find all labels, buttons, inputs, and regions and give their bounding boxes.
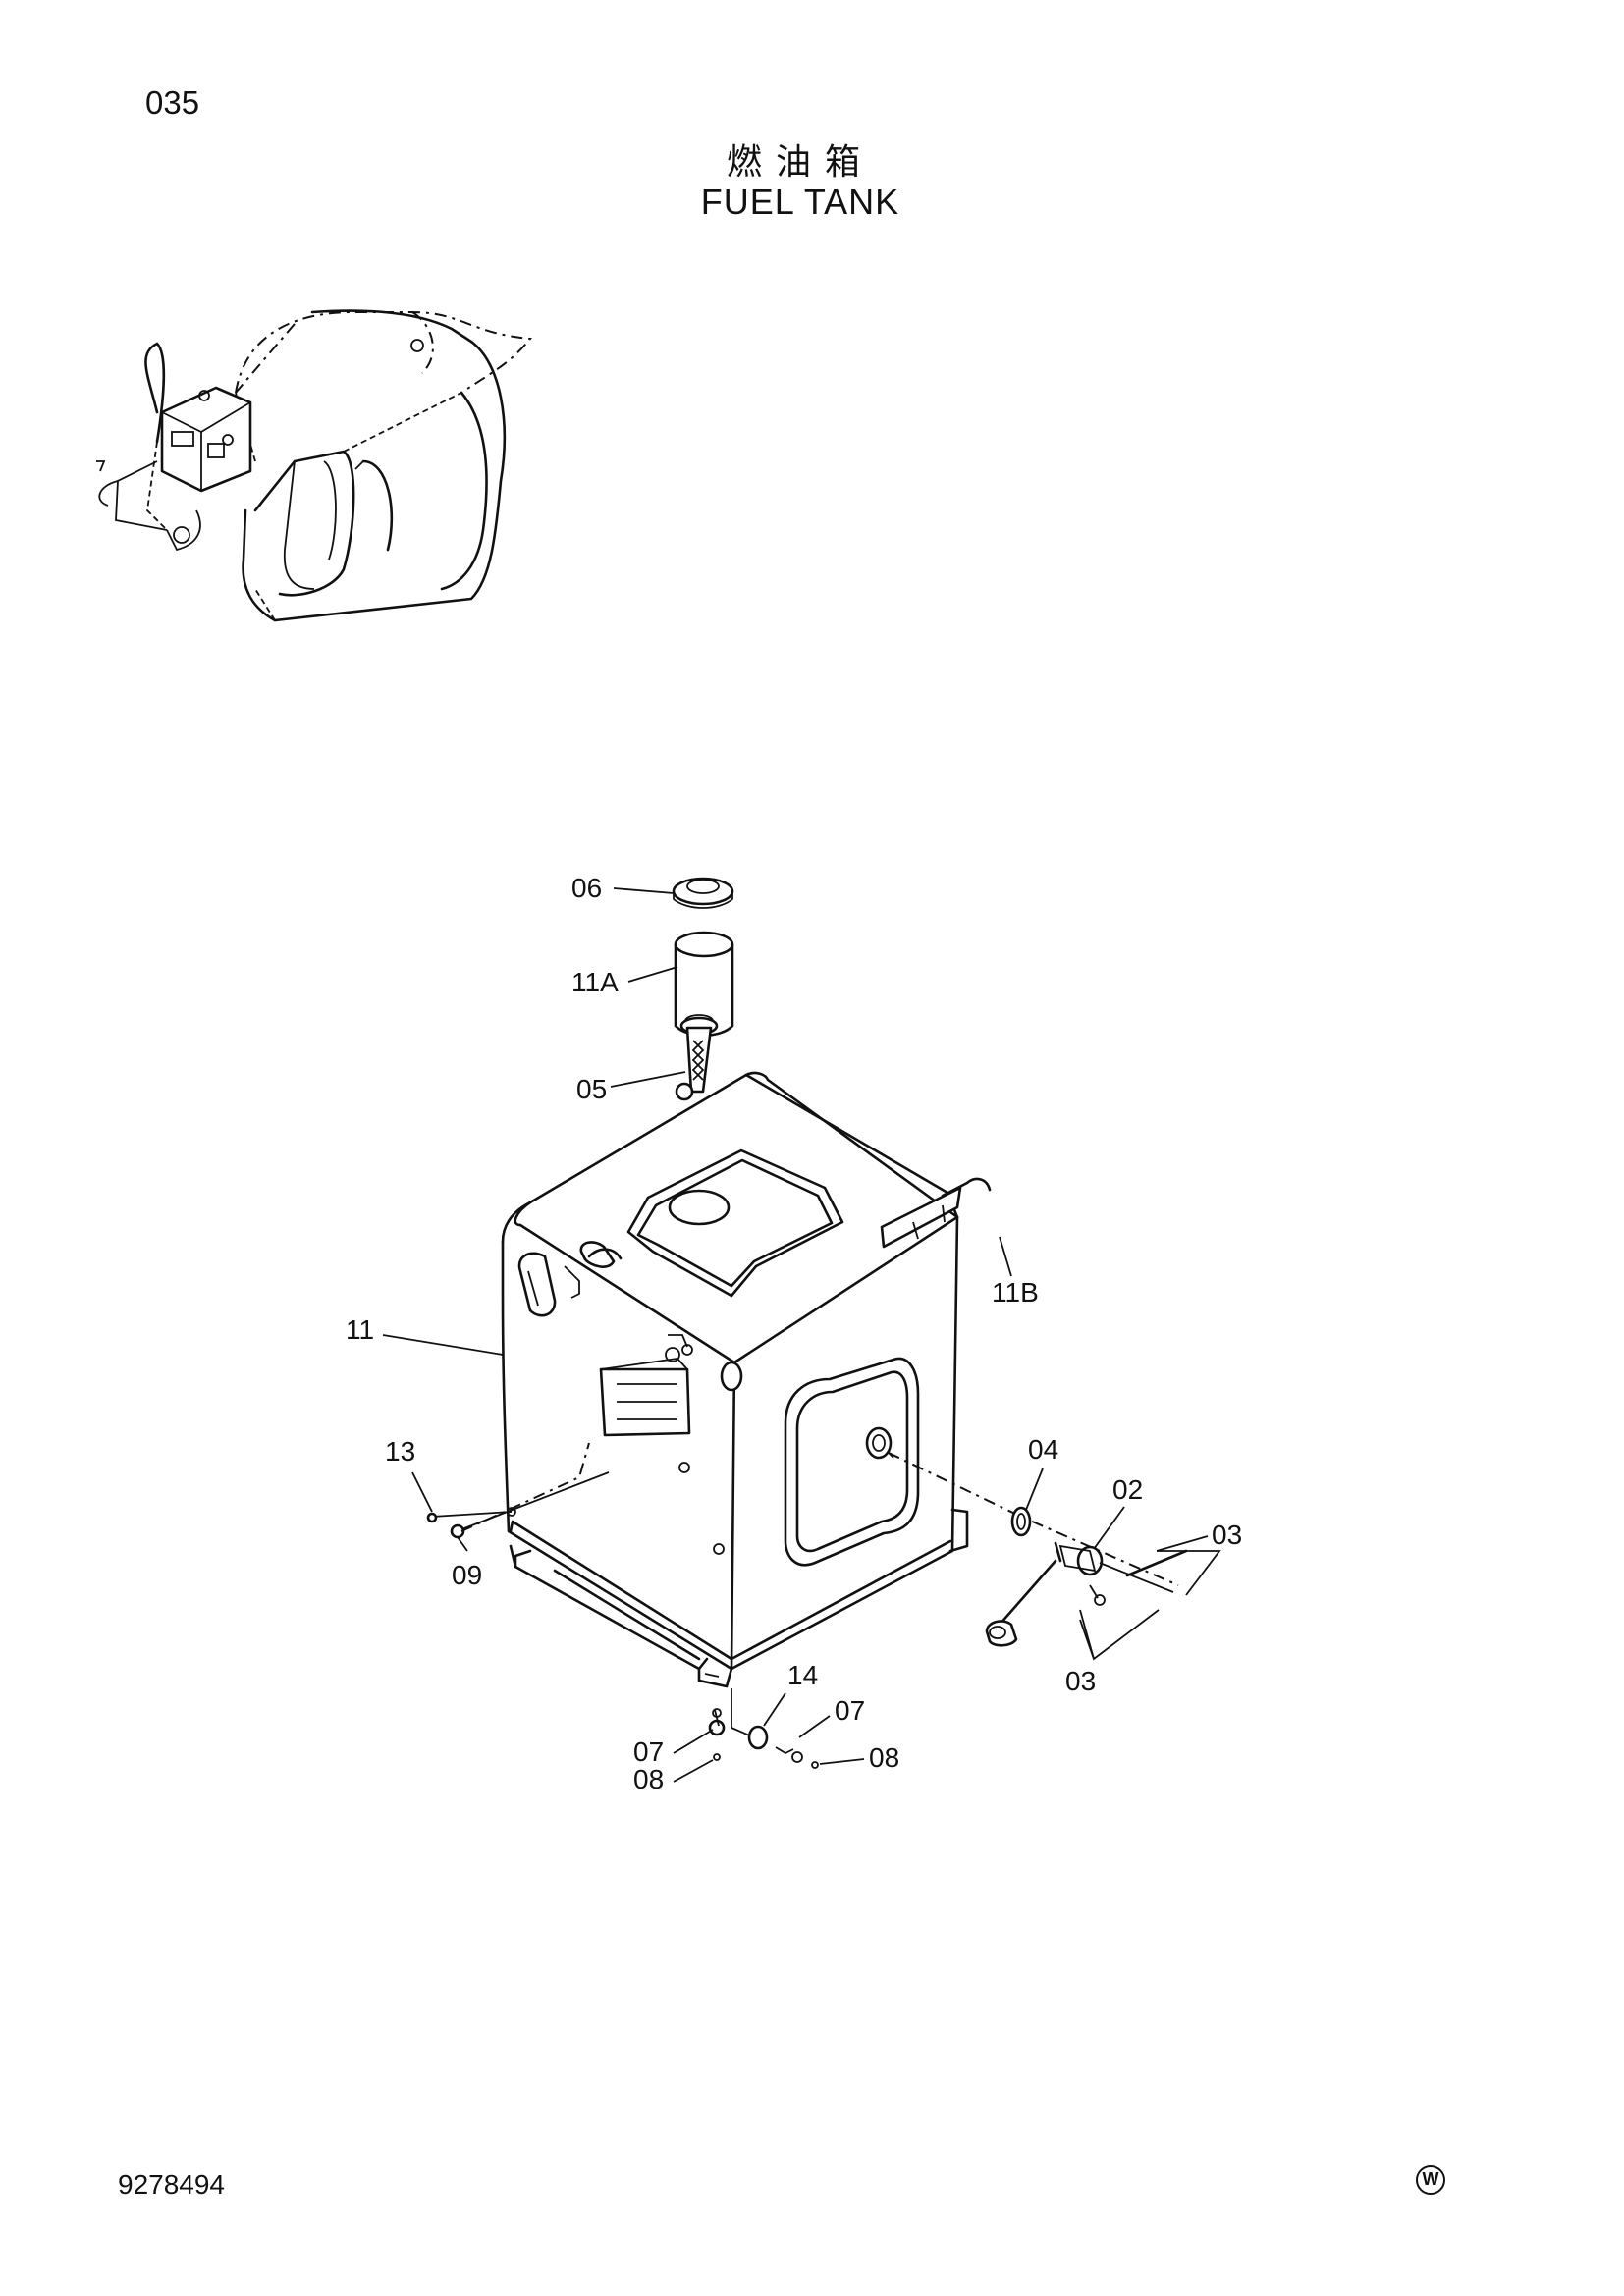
- title-chinese: 燃油箱: [726, 142, 874, 183]
- title-english: FUEL TANK: [700, 182, 900, 222]
- callout-08-right: 08: [869, 1742, 899, 1773]
- callout-13: 13: [385, 1436, 415, 1467]
- callout-08-left: 08: [633, 1764, 664, 1794]
- machine-location-thumbnail: [96, 309, 532, 622]
- callout-04: 04: [1028, 1434, 1058, 1465]
- callout-11a: 11A: [571, 967, 619, 997]
- fuel-tank-body: [501, 1071, 992, 1688]
- leader-lines: [382, 887, 1221, 1783]
- callout-labels: 06 11A 05 11 11B 13 09 04 02 03 03 14 07…: [346, 873, 1242, 1794]
- callout-06: 06: [571, 873, 602, 903]
- callout-09: 09: [452, 1560, 482, 1590]
- corner-mark-badge: W: [1416, 2165, 1445, 2195]
- callout-03-bottom: 03: [1065, 1666, 1096, 1696]
- callout-07-left: 07: [633, 1736, 664, 1767]
- page-number: 035: [145, 84, 200, 121]
- callout-07-right: 07: [835, 1695, 865, 1726]
- sender-parts: [426, 1442, 1188, 1769]
- filler-assembly: [672, 877, 734, 1101]
- callout-05: 05: [576, 1074, 607, 1104]
- callout-11: 11: [346, 1314, 374, 1345]
- callout-14: 14: [787, 1660, 818, 1690]
- callout-02: 02: [1112, 1474, 1143, 1505]
- callout-11b: 11B: [992, 1277, 1039, 1308]
- document-number: 9278494: [118, 2169, 226, 2200]
- callout-03-right: 03: [1212, 1520, 1242, 1550]
